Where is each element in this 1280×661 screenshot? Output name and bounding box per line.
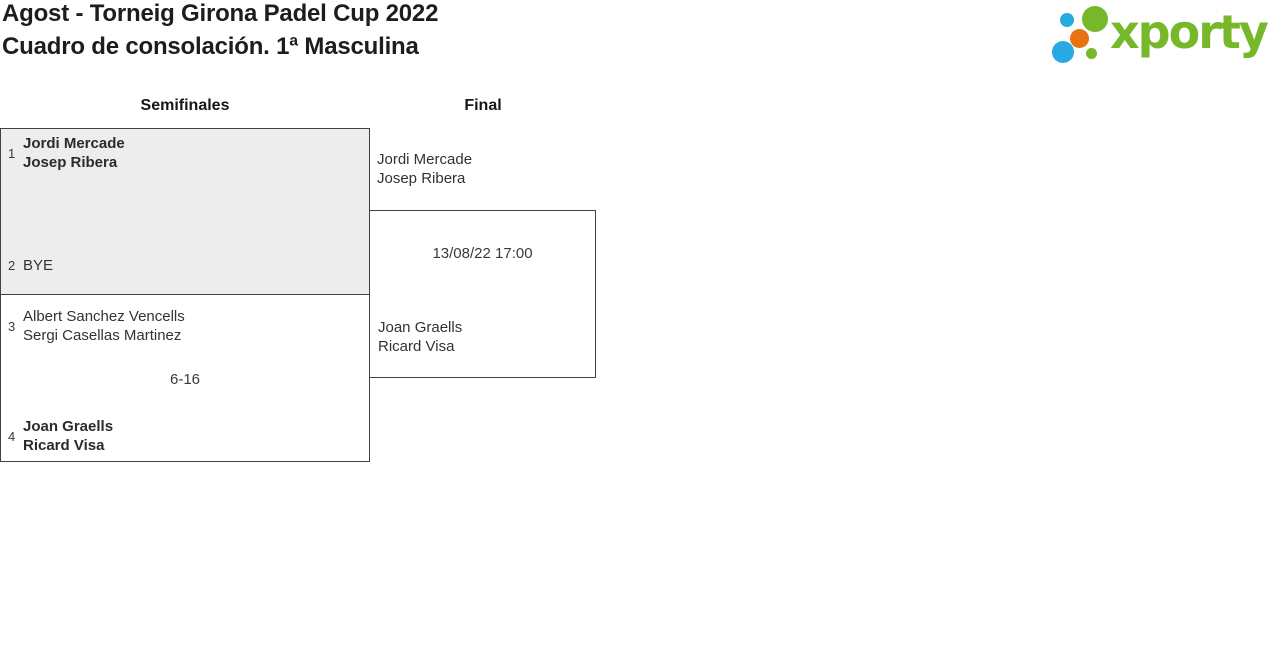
team-row-seed-1: 1 Jordi Mercade Josep Ribera: [8, 134, 363, 172]
player-name: Joan Graells: [23, 418, 114, 435]
match-datetime: 13/08/22 17:00: [432, 245, 533, 262]
player-name: Jordi Mercade: [23, 135, 125, 152]
final-team-top: Jordi Mercade Josep Ribera: [377, 150, 472, 188]
logo-dot-blue-small-icon: [1060, 13, 1074, 27]
round-header-final: Final: [464, 97, 502, 114]
round-header-semifinales: Semifinales: [140, 97, 230, 114]
player-name: Albert Sanchez Vencells: [23, 308, 185, 325]
xporty-logo-wordmark: xporty: [1110, 5, 1269, 59]
match-box-semifinal-2: 3 Albert Sanchez Vencells Sergi Casellas…: [0, 294, 370, 462]
final-team-bottom: Joan Graells Ricard Visa: [378, 318, 462, 356]
match-score: 6-16: [169, 371, 201, 388]
match-box-semifinal-1: 1 Jordi Mercade Josep Ribera 2 BYE: [0, 128, 370, 295]
player-name: Jordi Mercade: [377, 151, 473, 168]
player-name: BYE: [23, 257, 54, 274]
match-box-final: 13/08/22 17:00 Joan Graells Ricard Visa: [369, 210, 596, 378]
team-row-seed-2: 2 BYE: [8, 256, 363, 275]
seed-number: 1: [8, 145, 16, 161]
logo-dot-green-large-icon: [1082, 6, 1108, 32]
player-name: Josep Ribera: [377, 170, 466, 187]
logo-dot-blue-large-icon: [1052, 41, 1074, 63]
page-title: Agost - Torneig Girona Padel Cup 2022: [2, 0, 439, 27]
team-names: Joan Graells Ricard Visa: [23, 417, 113, 455]
team-names: BYE: [23, 256, 53, 275]
team-names: Jordi Mercade Josep Ribera: [23, 134, 125, 172]
seed-number: 2: [8, 258, 16, 273]
page-subtitle: Cuadro de consolación. 1ª Masculina: [2, 33, 419, 60]
xporty-logo[interactable]: xporty: [1046, 6, 1278, 72]
logo-dot-orange-icon: [1070, 29, 1089, 48]
page-header: Agost - Torneig Girona Padel Cup 2022 Cu…: [2, 0, 438, 63]
player-name: Joan Graells: [378, 319, 463, 336]
team-row-seed-3: 3 Albert Sanchez Vencells Sergi Casellas…: [8, 307, 363, 345]
player-name: Ricard Visa: [23, 437, 105, 454]
seed-number: 4: [8, 428, 16, 444]
player-name: Ricard Visa: [378, 338, 455, 355]
logo-dot-green-small-icon: [1086, 48, 1097, 59]
team-row-seed-4: 4 Joan Graells Ricard Visa: [8, 417, 363, 455]
seed-number: 3: [8, 318, 16, 334]
player-name: Sergi Casellas Martinez: [23, 327, 182, 344]
team-names: Albert Sanchez Vencells Sergi Casellas M…: [23, 307, 185, 345]
player-name: Josep Ribera: [23, 154, 118, 171]
